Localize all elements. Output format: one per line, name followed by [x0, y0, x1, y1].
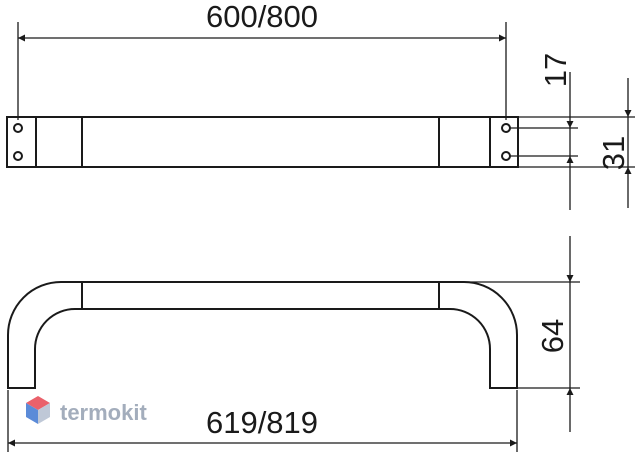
height-dimension — [465, 236, 580, 432]
termokit-logo-icon — [26, 396, 50, 424]
bottom-length-dimension — [7, 390, 518, 452]
top-length-dimension — [17, 22, 507, 120]
mount-hole — [13, 151, 23, 161]
mount-hole — [13, 123, 23, 133]
mount-hole — [501, 151, 511, 161]
top-view — [6, 116, 519, 168]
watermark: termokit — [26, 396, 147, 425]
side-view-rail-outline — [7, 281, 518, 389]
mount-hole — [501, 123, 511, 133]
height-label: 64 — [535, 319, 570, 353]
hole-spacing-dimensions — [510, 72, 635, 210]
top-view-bar-outline — [6, 116, 519, 168]
hole-offset-label: 17 — [538, 53, 573, 87]
top-length-label: 600/800 — [206, 0, 318, 34]
side-view — [7, 281, 518, 389]
watermark-text: termokit — [60, 400, 147, 425]
bottom-length-label: 619/819 — [206, 405, 318, 440]
bar-width-label: 31 — [596, 136, 631, 170]
